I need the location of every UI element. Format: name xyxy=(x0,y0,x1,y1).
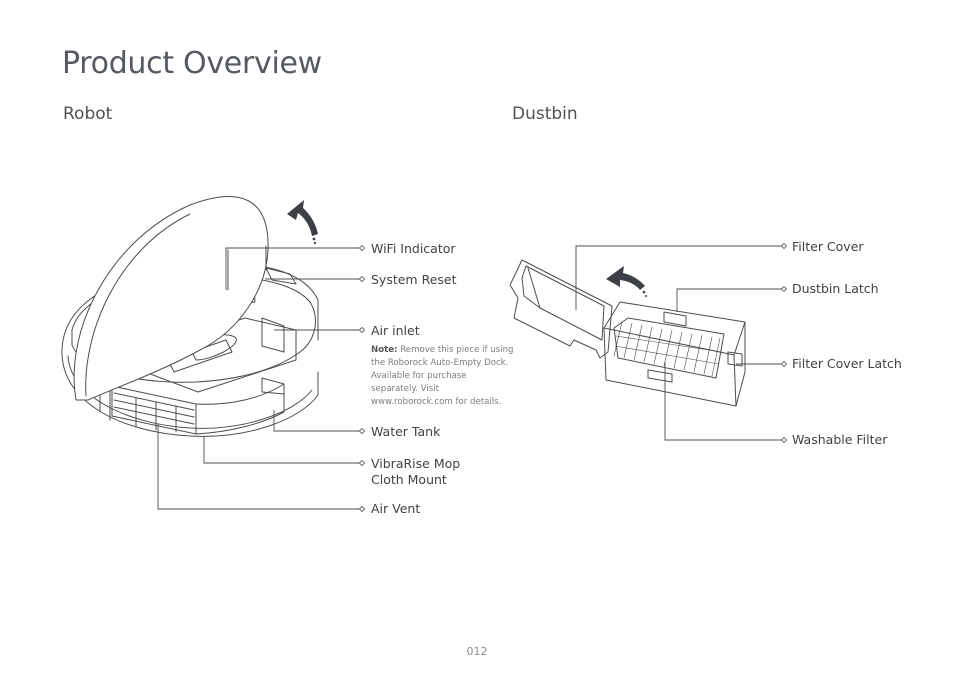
label-air-vent: Air Vent xyxy=(371,501,421,516)
air-inlet-note: Note: Remove this piece if using the Rob… xyxy=(371,344,516,409)
leader-washable-filter xyxy=(664,362,782,441)
page-title: Product Overview xyxy=(62,46,322,81)
label-water-tank: Water Tank xyxy=(371,424,441,439)
label-filter-cover: Filter Cover xyxy=(792,239,864,254)
leader-mop xyxy=(203,436,360,464)
label-dustbin-latch: Dustbin Latch xyxy=(792,281,879,296)
robot-illustration xyxy=(61,196,319,437)
label-mop-mount-line2: Cloth Mount xyxy=(371,472,447,487)
note-text: Remove this piece if using the Roborock … xyxy=(371,345,514,407)
leader-air-vent xyxy=(157,424,360,510)
leader-markers xyxy=(358,242,788,513)
dustbin-illustration xyxy=(509,259,746,407)
label-washable-filter: Washable Filter xyxy=(792,432,888,447)
note-label: Note: xyxy=(371,345,398,355)
label-filter-cover-latch: Filter Cover Latch xyxy=(792,356,902,371)
label-system-reset: System Reset xyxy=(371,272,457,287)
page-number: 012 xyxy=(466,645,488,658)
leader-reset xyxy=(265,278,360,280)
label-wifi-indicator: WiFi Indicator xyxy=(371,241,456,256)
open-arrows xyxy=(287,200,647,297)
leader-water-tank xyxy=(273,410,360,432)
label-air-inlet: Air inlet xyxy=(371,323,420,338)
lid-open-arrow xyxy=(287,200,318,236)
leader-latch xyxy=(676,288,782,312)
leader-lines xyxy=(157,245,782,510)
cover-open-arrow xyxy=(606,266,645,290)
label-mop-mount-line1: VibraRise Mop xyxy=(371,456,461,471)
leader-wifi xyxy=(225,247,360,290)
leader-filter-cover xyxy=(575,245,782,310)
robot-heading: Robot xyxy=(63,104,113,124)
dustbin-heading: Dustbin xyxy=(512,104,578,124)
